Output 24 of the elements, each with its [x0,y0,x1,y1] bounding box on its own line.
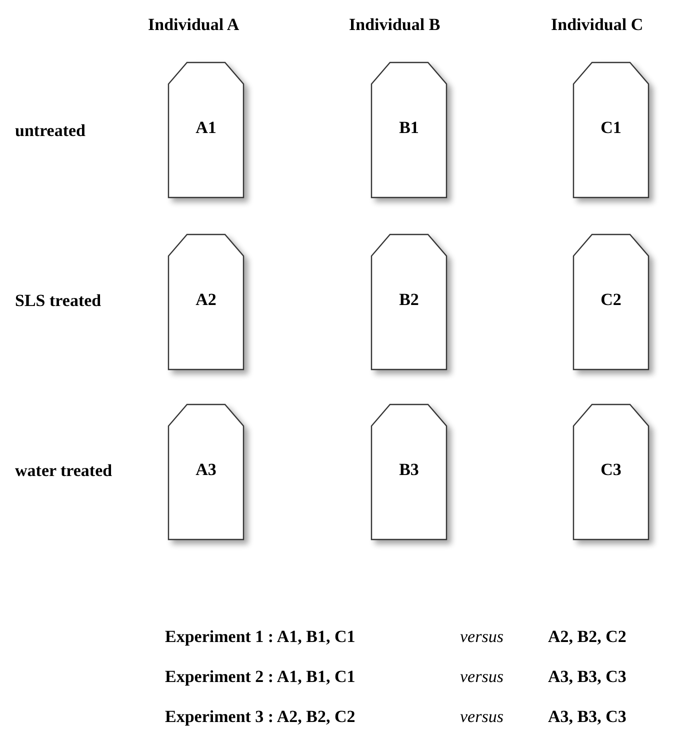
experiment-text: A3, B3, C3 [548,707,626,727]
row-heading: water treated [15,461,112,481]
row-heading: untreated [15,121,86,141]
sample-label: B1 [398,118,420,138]
sample-label: C1 [600,118,622,138]
sample-label: C3 [600,460,622,480]
experiment-text: A2, B2, C2 [548,627,626,647]
sample-label: A3 [194,460,218,480]
versus-word: versus [460,707,504,727]
versus-word: versus [460,667,504,687]
sample-label: C2 [600,290,622,310]
experiment-text: Experiment 3 : A2, B2, C2 [165,707,356,727]
sample-label: A1 [194,118,218,138]
versus-word: versus [460,627,504,647]
sample-label: B3 [398,460,420,480]
row-heading: SLS treated [15,291,102,311]
column-heading: Individual B [349,15,440,35]
experiment-text: A3, B3, C3 [548,667,626,687]
column-heading: Individual C [551,15,644,35]
experiment-text: Experiment 1 : A1, B1, C1 [165,627,356,647]
sample-label: A2 [194,290,218,310]
experiment-text: Experiment 2 : A1, B1, C1 [165,667,356,687]
sample-label: B2 [398,290,420,310]
column-heading: Individual A [148,15,240,35]
